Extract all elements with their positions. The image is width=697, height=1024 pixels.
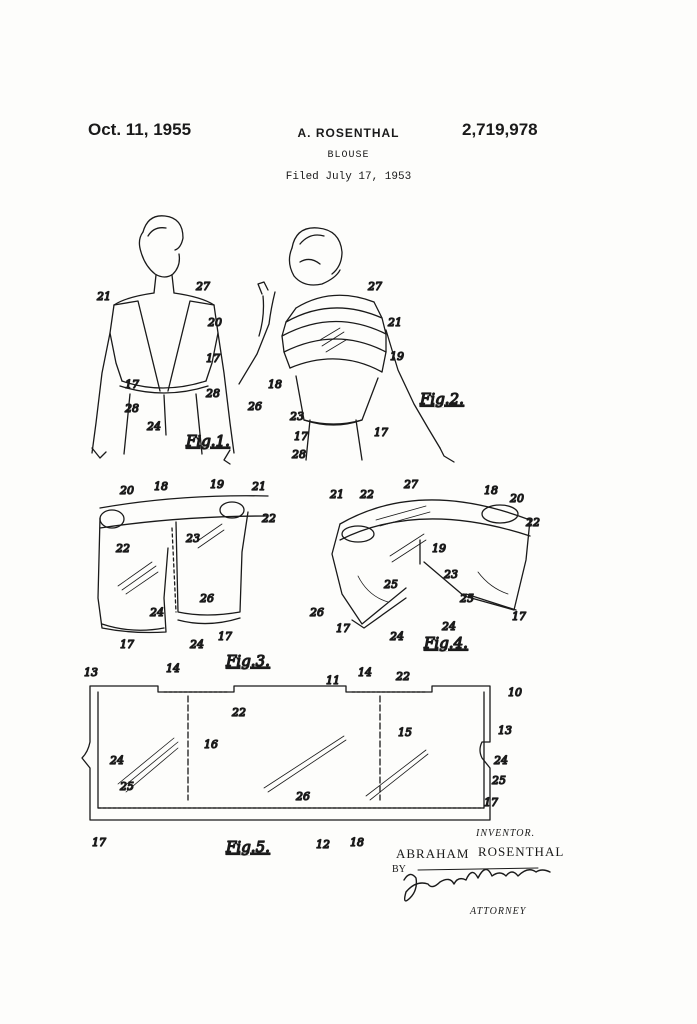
svg-text:17: 17	[206, 352, 220, 365]
inventor-header: A. ROSENTHAL	[297, 126, 400, 140]
patent-number: 2,719,978	[462, 120, 538, 139]
filing-date: Filed July 17, 1953	[285, 171, 412, 183]
svg-text:20: 20	[509, 492, 524, 505]
svg-text:25: 25	[383, 578, 398, 591]
svg-text:24: 24	[493, 754, 508, 767]
svg-text:20: 20	[119, 484, 134, 497]
svg-text:26: 26	[309, 606, 324, 619]
svg-text:22: 22	[395, 670, 410, 683]
svg-text:27: 27	[403, 478, 418, 491]
attorney-signature	[403, 868, 551, 902]
svg-text:24: 24	[389, 630, 404, 643]
svg-text:24: 24	[149, 606, 164, 619]
by-label: BY	[392, 864, 406, 875]
svg-text:26: 26	[295, 790, 310, 803]
fig2-drawing	[238, 227, 455, 463]
svg-text:28: 28	[291, 448, 306, 461]
fig1-drawing	[91, 215, 235, 465]
fig2-label: Fig.2.	[419, 390, 464, 408]
svg-text:23: 23	[289, 410, 304, 423]
svg-text:25: 25	[119, 780, 134, 793]
svg-text:17: 17	[336, 622, 350, 635]
svg-text:25: 25	[491, 774, 506, 787]
svg-text:18: 18	[268, 378, 282, 391]
svg-text:26: 26	[199, 592, 214, 605]
inventor-last-name: ROSENTHAL	[478, 844, 565, 859]
svg-text:27: 27	[367, 280, 382, 293]
svg-text:22: 22	[525, 516, 540, 529]
svg-text:24: 24	[189, 638, 204, 651]
svg-text:24: 24	[109, 754, 124, 767]
svg-text:19: 19	[432, 542, 446, 555]
svg-text:24: 24	[441, 620, 456, 633]
svg-text:22: 22	[231, 706, 246, 719]
fig3-label: Fig.3.	[225, 652, 270, 670]
svg-text:21: 21	[387, 316, 402, 329]
fig1-labels: 21 27 20 17 17 28 28 24 Fig.1.	[95, 279, 230, 450]
svg-text:13: 13	[498, 724, 512, 737]
fig5-drawing	[81, 685, 491, 821]
inventor-first-name: ABRAHAM	[396, 846, 470, 861]
fig2-labels: 27 21 19 18 26 23 17 17 28 Fig.2.	[246, 279, 464, 461]
svg-text:23: 23	[185, 532, 200, 545]
svg-text:18: 18	[484, 484, 498, 497]
svg-text:19: 19	[210, 478, 224, 491]
svg-text:21: 21	[251, 480, 266, 493]
svg-text:27: 27	[195, 280, 210, 293]
svg-text:14: 14	[358, 666, 372, 679]
svg-text:17: 17	[484, 796, 498, 809]
svg-text:12: 12	[316, 838, 330, 851]
svg-text:26: 26	[247, 400, 262, 413]
svg-text:17: 17	[218, 630, 232, 643]
svg-text:17: 17	[374, 426, 388, 439]
inventor-caption: INVENTOR.	[476, 828, 536, 839]
svg-text:17: 17	[92, 836, 106, 849]
svg-text:22: 22	[115, 542, 130, 555]
attorney-label: ATTORNEY	[470, 906, 527, 917]
svg-text:10: 10	[508, 686, 522, 699]
svg-text:17: 17	[294, 430, 308, 443]
svg-text:22: 22	[359, 488, 374, 501]
svg-text:17: 17	[120, 638, 134, 651]
fig4-label: Fig.4.	[423, 634, 468, 652]
fig5-label: Fig.5.	[225, 838, 270, 856]
svg-text:22: 22	[261, 512, 276, 525]
svg-text:15: 15	[398, 726, 412, 739]
svg-text:28: 28	[205, 387, 220, 400]
svg-text:13: 13	[84, 666, 98, 679]
fig3-labels: 20 18 19 21 22 22 23 24 26 17 24 17 Fig.3.	[114, 477, 276, 670]
svg-text:21: 21	[329, 488, 344, 501]
svg-text:18: 18	[154, 480, 168, 493]
svg-text:23: 23	[443, 568, 458, 581]
svg-text:14: 14	[166, 662, 180, 675]
fig3-drawing	[97, 495, 269, 634]
svg-text:24: 24	[146, 420, 161, 433]
fig4-drawing	[331, 499, 531, 629]
patent-title: BLOUSE	[327, 150, 370, 161]
svg-text:16: 16	[204, 738, 218, 751]
svg-text:19: 19	[390, 350, 404, 363]
patent-date: Oct. 11, 1955	[88, 120, 192, 139]
svg-text:21: 21	[96, 290, 111, 303]
fig1-label: Fig.1.	[185, 432, 230, 450]
svg-text:20: 20	[207, 316, 222, 329]
svg-text:28: 28	[124, 402, 139, 415]
svg-text:25: 25	[459, 592, 474, 605]
svg-text:11: 11	[326, 674, 340, 687]
svg-text:17: 17	[125, 378, 139, 391]
svg-text:18: 18	[350, 836, 364, 849]
svg-text:17: 17	[512, 610, 526, 623]
